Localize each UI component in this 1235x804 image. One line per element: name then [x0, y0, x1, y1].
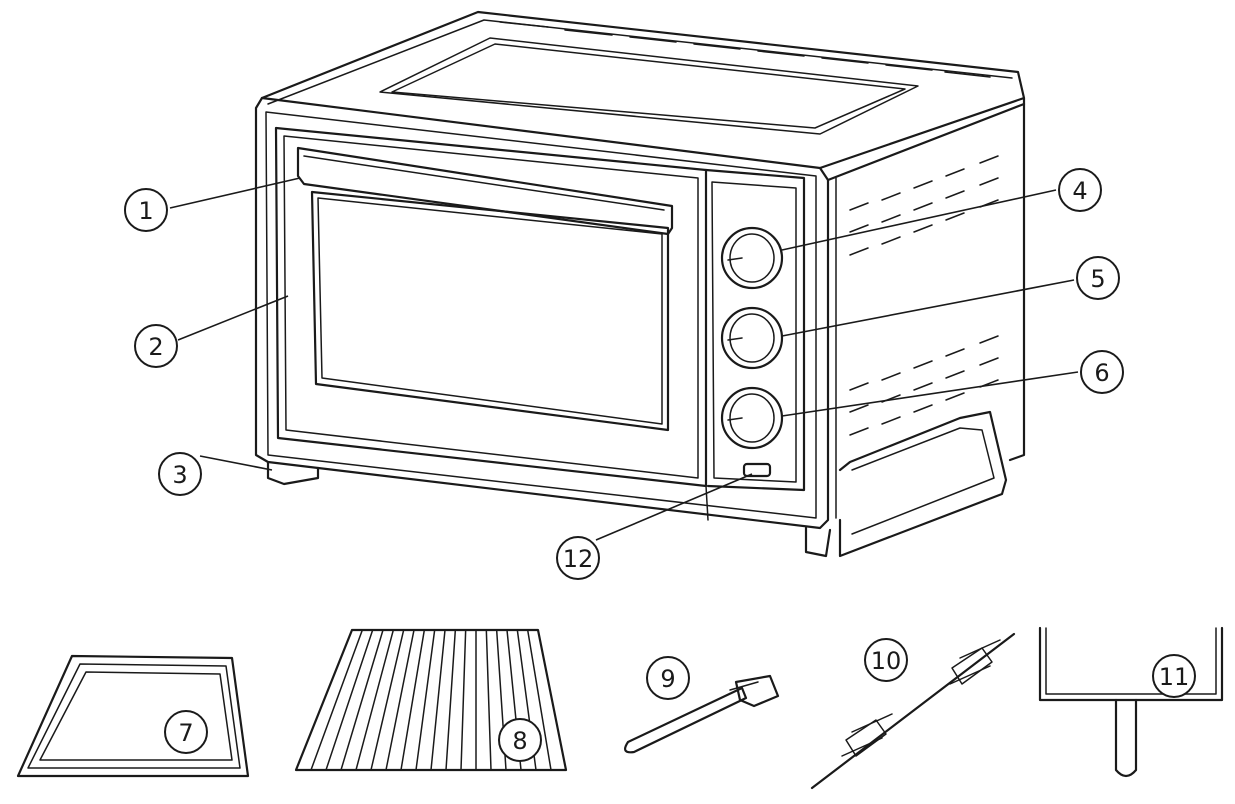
- baking-tray: [16, 654, 250, 778]
- callout-number: 10: [871, 647, 902, 675]
- callout-1: 1: [124, 188, 168, 232]
- callout-circle: [498, 718, 542, 762]
- tray-handle: [624, 674, 780, 754]
- callout-number: 12: [563, 545, 594, 573]
- callout-circle: [158, 452, 202, 496]
- callout-circle: [1080, 350, 1124, 394]
- callout-number: 6: [1094, 359, 1109, 387]
- callout-number: 5: [1090, 265, 1105, 293]
- rack-bar: [370, 629, 405, 771]
- callout-4: 4: [1058, 168, 1102, 212]
- rotisserie-handle: [1038, 626, 1224, 778]
- callout-number: 1: [138, 197, 153, 225]
- rack-bar: [310, 629, 364, 771]
- control-panel: [704, 168, 806, 521]
- callout-number: 11: [1159, 663, 1190, 691]
- rack-bar: [430, 629, 446, 771]
- callout-11: 11: [1152, 654, 1196, 698]
- callout-circle: [646, 656, 690, 700]
- oven-door: [274, 126, 708, 488]
- callout-circle: [1076, 256, 1120, 300]
- rack-bar: [325, 629, 374, 771]
- knob-temperature: [720, 226, 784, 290]
- rack-bar: [526, 629, 552, 771]
- rack-bar: [415, 629, 436, 771]
- callout-12: 12: [556, 536, 600, 580]
- oven-body: [254, 10, 1026, 558]
- callout-10: 10: [864, 638, 908, 682]
- rack-bar: [385, 629, 415, 771]
- callout-number: 7: [178, 719, 193, 747]
- callout-number: 8: [512, 727, 527, 755]
- rotisserie-spit: [810, 632, 1016, 790]
- rack-bar: [340, 629, 384, 771]
- callout-number: 3: [172, 461, 187, 489]
- callout-circle: [124, 188, 168, 232]
- callout-circle: [864, 638, 908, 682]
- callout-circle: [1058, 168, 1102, 212]
- rack-bar: [355, 629, 395, 771]
- leader-lines: [169, 177, 1079, 541]
- callout-8: 8: [498, 718, 542, 762]
- indicator-light: [742, 462, 772, 478]
- wire-rack: [294, 628, 568, 772]
- rack-bar: [460, 629, 467, 771]
- callout-number: 4: [1072, 177, 1087, 205]
- callout-circle: [1152, 654, 1196, 698]
- callout-number: 2: [148, 333, 163, 361]
- callout-circle: [556, 536, 600, 580]
- callout-circle: [164, 710, 208, 754]
- callout-5: 5: [1076, 256, 1120, 300]
- knob-timer: [720, 386, 784, 450]
- rack-bar: [485, 629, 492, 771]
- rack-bar: [445, 629, 457, 771]
- callout-6: 6: [1080, 350, 1124, 394]
- callout-number: 9: [660, 665, 675, 693]
- knob-function: [720, 306, 784, 370]
- rack-bar: [400, 629, 426, 771]
- callout-9: 9: [646, 656, 690, 700]
- callout-circle: [134, 324, 178, 368]
- callout-2: 2: [134, 324, 178, 368]
- callout-7: 7: [164, 710, 208, 754]
- callout-3: 3: [158, 452, 202, 496]
